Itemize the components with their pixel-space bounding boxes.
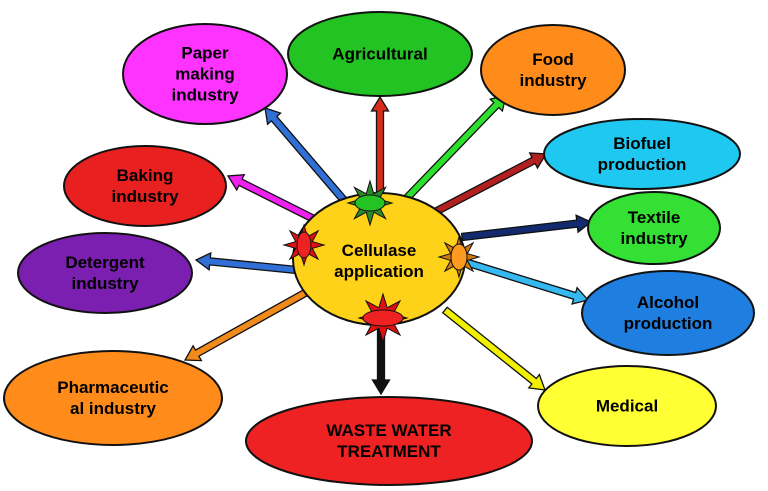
node-ellipse-pharmaceutical-industry <box>3 350 223 446</box>
node-label-baking-industry-line-2: industry <box>111 187 179 206</box>
node-label-waste-water-treatment-line-1: WASTE WATER <box>326 421 451 440</box>
arrow-textile-industry <box>460 214 593 242</box>
node-paper-making-industry <box>122 23 288 125</box>
starburst-top <box>346 179 394 227</box>
node-label-baking-industry-line-1: Baking <box>117 166 174 185</box>
node-label-medical-line-1: Medical <box>596 396 658 415</box>
arrow-paper-making-industry <box>264 107 352 209</box>
node-alcohol-production <box>581 270 755 356</box>
node-label-textile-industry-line-2: industry <box>620 229 688 248</box>
node-agricultural <box>287 11 473 97</box>
starburst-bottom <box>357 292 409 344</box>
node-ellipse-food-industry <box>480 24 626 116</box>
node-label-textile-industry-line-1: Textile <box>628 208 681 227</box>
arrow-agricultural <box>370 95 390 193</box>
arrow-pharmaceutical-industry <box>183 289 308 362</box>
node-label-agricultural-line-1: Agricultural <box>332 44 427 63</box>
node-label-paper-making-industry-line-1: Paper <box>181 43 229 62</box>
node-label-biofuel-production-line-2: production <box>598 155 687 174</box>
node-ellipse-detergent-industry <box>17 232 193 314</box>
node-label-food-industry-line-2: industry <box>519 71 587 90</box>
node-label-pharmaceutical-industry-line-1: Pharmaceutic <box>57 378 169 397</box>
starburst-right <box>437 235 481 279</box>
center-label-line-1: Cellulase <box>342 241 417 260</box>
node-ellipse-alcohol-production <box>581 270 755 356</box>
center-label-line-2: application <box>334 262 424 281</box>
node-ellipse-agricultural <box>287 11 473 97</box>
node-pharmaceutical-industry <box>3 350 223 446</box>
node-textile-industry <box>587 191 721 265</box>
arrow-alcohol-production <box>463 257 590 305</box>
node-ellipse-paper-making-industry <box>122 23 288 125</box>
node-baking-industry <box>63 145 227 227</box>
node-ellipse-waste-water-treatment <box>245 396 533 486</box>
node-biofuel-production <box>543 118 741 190</box>
node-label-food-industry-line-1: Food <box>532 50 574 69</box>
node-ellipse-biofuel-production <box>543 118 741 190</box>
node-label-biofuel-production-line-1: Biofuel <box>613 134 671 153</box>
arrow-biofuel-production <box>432 152 548 216</box>
node-detergent-industry <box>17 232 193 314</box>
arrow-detergent-industry <box>194 251 299 275</box>
node-label-waste-water-treatment-line-2: TREATMENT <box>337 442 441 461</box>
node-label-detergent-industry-line-2: industry <box>71 274 139 293</box>
node-label-paper-making-industry-line-3: industry <box>171 85 239 104</box>
starburst-left <box>282 223 326 267</box>
node-ellipse-medical <box>537 365 717 447</box>
node-label-paper-making-industry-line-2: making <box>175 64 235 83</box>
node-ellipse-baking-industry <box>63 145 227 227</box>
node-ellipse-textile-industry <box>587 191 721 265</box>
arrow-medical <box>441 306 546 391</box>
node-food-industry <box>480 24 626 116</box>
node-label-alcohol-production-line-2: production <box>624 314 713 333</box>
node-waste-water-treatment <box>245 396 533 486</box>
node-label-pharmaceutical-industry-line-2: al industry <box>70 399 157 418</box>
arrow-baking-industry <box>226 173 323 226</box>
node-label-alcohol-production-line-1: Alcohol <box>637 293 699 312</box>
node-label-detergent-industry-line-1: Detergent <box>65 253 145 272</box>
node-medical <box>537 365 717 447</box>
arrow-food-industry <box>399 94 507 206</box>
